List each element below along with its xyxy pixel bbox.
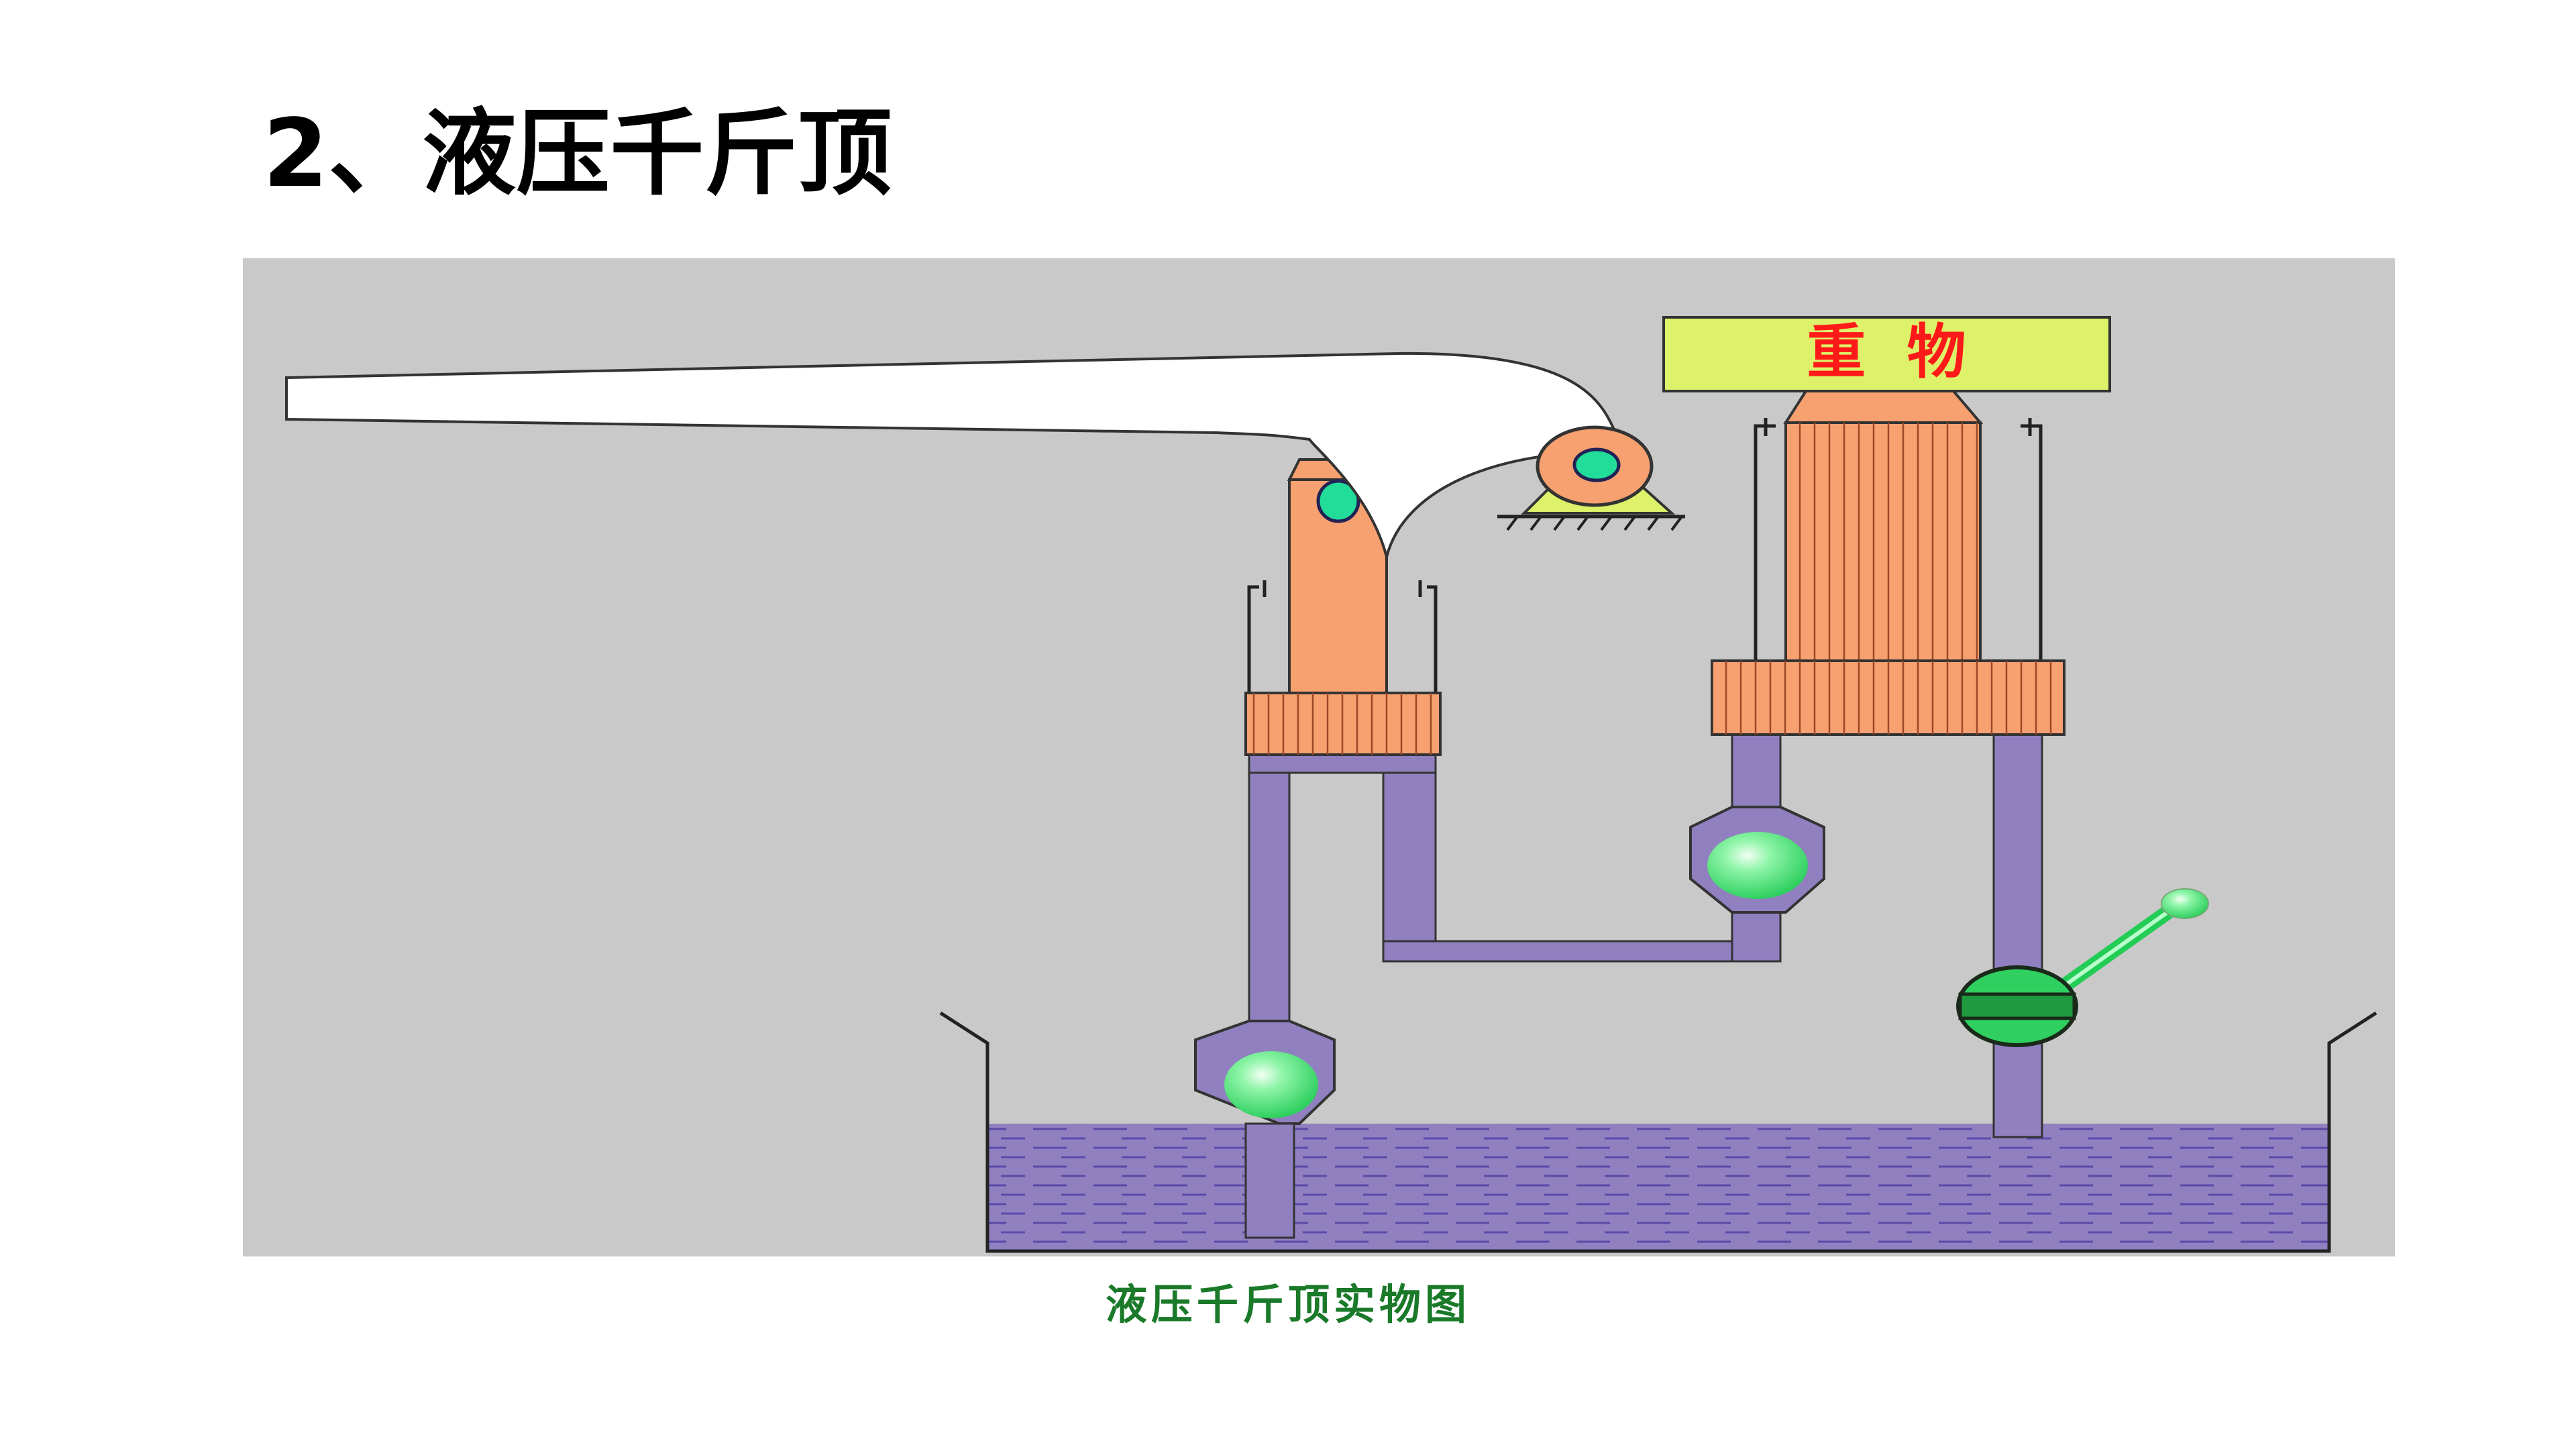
hydraulic-jack-diagram: 重 物 — [243, 258, 2395, 1256]
load-block: 重 物 — [1662, 316, 2111, 392]
large-piston — [1711, 390, 2065, 736]
diagram-caption: 液压千斤顶实物图 — [1105, 1280, 1470, 1329]
load-label: 重 物 — [1807, 317, 1966, 386]
slide-title: 2、液压千斤顶 — [263, 99, 892, 209]
small-piston — [1244, 458, 1442, 756]
pivot-wheel — [1497, 425, 1685, 531]
connecting-pipe — [1382, 730, 1782, 963]
delivery-check-valve — [1689, 806, 1825, 914]
check-valve-ball-icon — [1707, 832, 1808, 899]
large-cylinder — [1754, 418, 2043, 1138]
suction-check-valve — [1194, 1020, 1336, 1239]
check-valve-ball-icon — [1224, 1051, 1318, 1118]
oil-tank — [939, 1011, 2377, 1253]
drain-valve — [1956, 888, 2209, 1047]
lever-handle — [285, 352, 1627, 562]
